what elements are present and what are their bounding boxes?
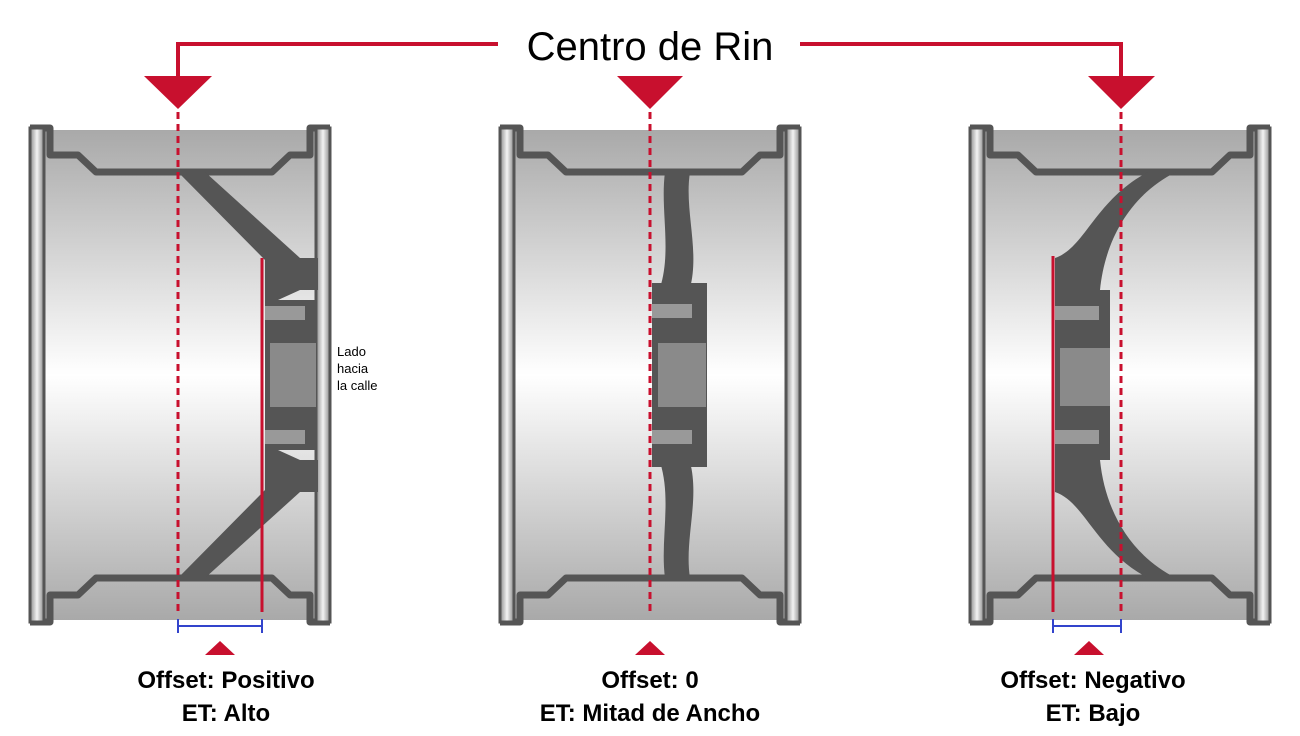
center-arrow-right — [1088, 76, 1155, 109]
et-label: ET: Alto — [182, 700, 270, 727]
offset-label: Offset: 0 — [601, 667, 698, 694]
diagram-title: Centro de Rin — [527, 25, 774, 69]
caption-pointer — [205, 641, 235, 655]
street-side-label-line3: la calle — [337, 378, 377, 393]
offset-label: Offset: Negativo — [1000, 667, 1185, 694]
wheel-spoke-disc — [1055, 172, 1176, 578]
et-label: ET: Mitad de Ancho — [540, 700, 760, 727]
rim-center-bracket: Centro de Rin — [144, 25, 1155, 109]
center-arrow-left — [144, 76, 212, 109]
caption-pointer — [635, 641, 665, 655]
wheel-negative-offset: Offset: Negativo ET: Bajo — [968, 112, 1272, 727]
offset-measure — [1052, 619, 1122, 633]
center-arrow-middle — [617, 76, 683, 109]
wheel-positive-offset: Lado hacia la calle Offset: Positivo ET:… — [28, 112, 377, 727]
wheel-zero-offset: Offset: 0 ET: Mitad de Ancho — [498, 112, 802, 727]
wheel-spoke-disc — [652, 172, 707, 578]
offset-measure — [177, 619, 263, 633]
offset-label: Offset: Positivo — [137, 667, 314, 694]
et-label: ET: Bajo — [1046, 700, 1141, 727]
wheel-spoke-disc — [178, 172, 318, 578]
street-side-label-line2: hacia — [337, 361, 369, 376]
street-side-label-line1: Lado — [337, 344, 366, 359]
caption-pointer — [1074, 641, 1104, 655]
